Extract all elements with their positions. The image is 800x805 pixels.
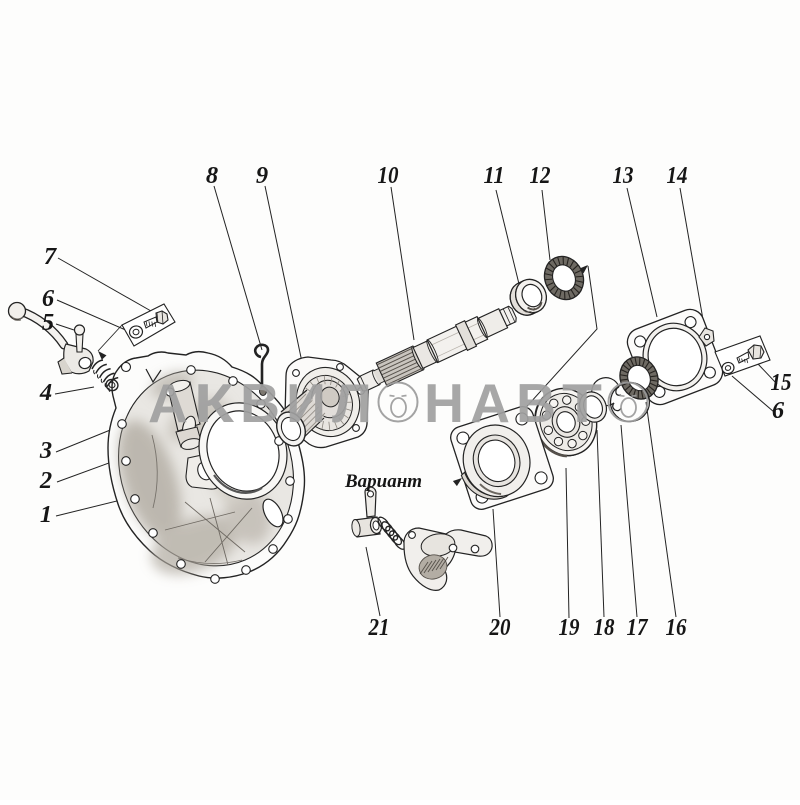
svg-text:7: 7 xyxy=(44,243,58,270)
svg-text:17: 17 xyxy=(627,614,650,641)
svg-text:Вариант: Вариант xyxy=(344,471,422,492)
svg-text:Л: Л xyxy=(332,372,372,434)
svg-text:И: И xyxy=(286,372,326,434)
svg-text:К: К xyxy=(194,372,235,434)
svg-text:4: 4 xyxy=(39,379,52,406)
svg-text:16: 16 xyxy=(666,614,688,641)
svg-text:8: 8 xyxy=(206,162,218,189)
svg-text:Т: Т xyxy=(562,372,602,434)
svg-text:13: 13 xyxy=(613,162,634,189)
svg-text:В: В xyxy=(240,372,280,434)
svg-text:1: 1 xyxy=(40,501,52,528)
svg-text:11: 11 xyxy=(484,162,505,189)
svg-text:А: А xyxy=(148,372,188,434)
svg-text:6: 6 xyxy=(42,285,55,312)
svg-text:18: 18 xyxy=(594,614,615,641)
svg-text:14: 14 xyxy=(667,162,688,189)
svg-text:12: 12 xyxy=(530,162,551,189)
svg-text:3: 3 xyxy=(39,437,52,464)
svg-text:9: 9 xyxy=(256,162,268,189)
svg-text:6: 6 xyxy=(772,397,785,424)
svg-text:15: 15 xyxy=(771,369,792,396)
svg-text:20: 20 xyxy=(489,614,511,641)
svg-text:21: 21 xyxy=(368,614,390,641)
svg-text:10: 10 xyxy=(378,162,399,189)
svg-text:В: В xyxy=(516,372,556,434)
svg-text:19: 19 xyxy=(559,614,580,641)
svg-text:5: 5 xyxy=(42,309,54,336)
svg-text:2: 2 xyxy=(39,467,52,494)
svg-text:А: А xyxy=(470,372,510,434)
svg-text:Н: Н xyxy=(424,372,464,434)
